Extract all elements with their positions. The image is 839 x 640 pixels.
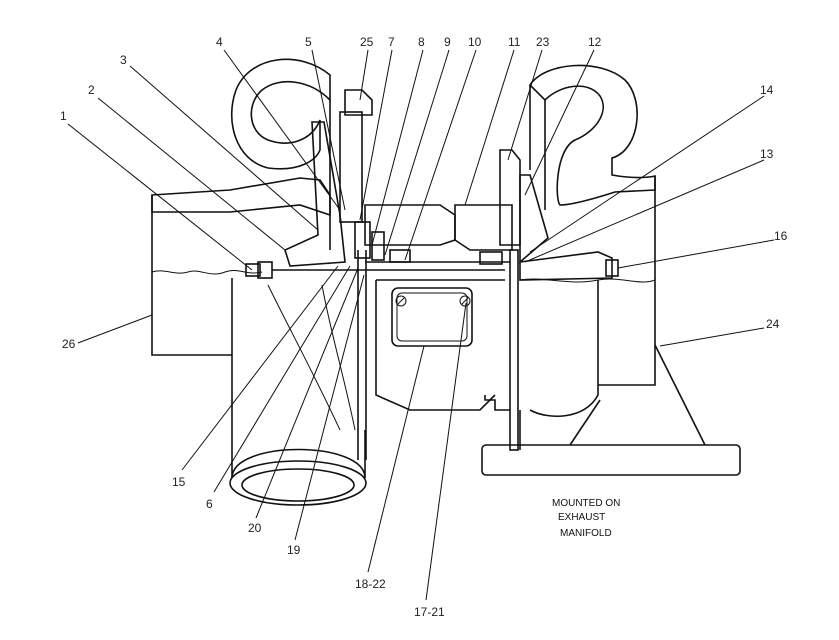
callout-16: 16: [774, 229, 788, 243]
compressor-housing: [151, 58, 331, 440]
callout-17-21: 17-21: [414, 605, 445, 619]
compressor-outlet-pipe: [229, 284, 367, 506]
callout-labels: 1 2 3 4 5 25 7 8 9 10 11 23 12 14 13 16 …: [60, 35, 788, 619]
turbine-housing: [499, 64, 656, 418]
callout-12: 12: [588, 35, 602, 49]
mounting-flange: [481, 344, 741, 476]
callout-8: 8: [418, 35, 425, 49]
callout-19: 19: [287, 543, 301, 557]
shaft-nut: [245, 261, 505, 279]
turbine-shaft: [484, 249, 521, 451]
callout-5: 5: [305, 35, 312, 49]
callout-1: 1: [60, 109, 67, 123]
callout-3: 3: [120, 53, 127, 67]
compressor-wheel: [284, 89, 373, 267]
note-line-3: MANIFOLD: [560, 528, 612, 539]
callout-14: 14: [760, 83, 774, 97]
mounting-note: MOUNTED ON EXHAUST MANIFOLD: [552, 498, 620, 539]
callout-7: 7: [388, 35, 395, 49]
callout-15: 15: [172, 475, 186, 489]
note-line-1: MOUNTED ON: [552, 498, 620, 509]
callout-6: 6: [206, 497, 213, 511]
center-housing: [354, 204, 513, 460]
callout-13: 13: [760, 147, 774, 161]
callout-2: 2: [88, 83, 95, 97]
callout-11: 11: [508, 35, 521, 49]
callout-25: 25: [360, 35, 374, 49]
callout-18-22: 18-22: [355, 577, 386, 591]
callout-20: 20: [248, 521, 262, 535]
callout-4: 4: [216, 35, 223, 49]
leader-lines: [67, 49, 775, 601]
callout-9: 9: [444, 35, 451, 49]
callout-26: 26: [62, 337, 76, 351]
callout-10: 10: [468, 35, 482, 49]
callout-24: 24: [766, 317, 780, 331]
callout-23: 23: [536, 35, 550, 49]
note-line-2: EXHAUST: [558, 512, 605, 523]
